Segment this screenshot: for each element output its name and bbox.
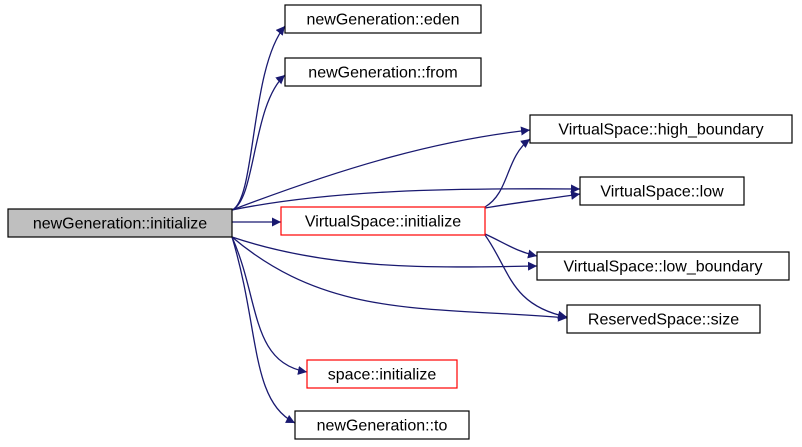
node-box xyxy=(306,359,458,389)
node-label: VirtualSpace::initialize xyxy=(305,214,461,231)
edge-root-to-eden xyxy=(231,25,286,211)
node-box xyxy=(536,251,790,281)
node-label: ReservedSpace::size xyxy=(588,312,739,329)
edge-vs-initialize-to-low-boundary xyxy=(484,233,538,259)
edge-root-to-to xyxy=(231,236,296,424)
node-label: newGeneration::from xyxy=(308,65,457,82)
node-root: newGeneration::initialize xyxy=(7,208,233,238)
node-label: newGeneration::eden xyxy=(307,12,460,29)
node-box xyxy=(294,410,470,440)
node-box xyxy=(529,114,793,144)
node-space-initialize[interactable]: space::initialize xyxy=(306,359,458,389)
node-vs-initialize[interactable]: VirtualSpace::initialize xyxy=(280,206,486,236)
nodes-layer: newGeneration::initializenewGeneration::… xyxy=(7,4,793,440)
edge-root-to-high-boundary xyxy=(231,126,531,211)
node-label: VirtualSpace::low_boundary xyxy=(564,259,763,276)
node-eden[interactable]: newGeneration::eden xyxy=(284,4,482,34)
node-box xyxy=(280,206,486,236)
edge-root-to-low-boundary xyxy=(231,236,538,271)
edge-root-to-space-initialize xyxy=(231,236,308,375)
edges-layer xyxy=(231,25,581,424)
node-to[interactable]: newGeneration::to xyxy=(294,410,470,440)
node-box xyxy=(566,304,761,334)
edge-root-to-from xyxy=(231,74,286,211)
node-box xyxy=(284,4,482,34)
node-low[interactable]: VirtualSpace::low xyxy=(579,176,745,206)
edge-root-to-low xyxy=(231,184,581,211)
node-label: VirtualSpace::low xyxy=(600,184,724,201)
node-box xyxy=(284,57,482,87)
node-label: space::initialize xyxy=(328,367,437,384)
node-high-boundary[interactable]: VirtualSpace::high_boundary xyxy=(529,114,793,144)
node-box xyxy=(7,208,233,238)
node-from[interactable]: newGeneration::from xyxy=(284,57,482,87)
edge-root-to-rs-size xyxy=(231,236,568,322)
node-label: newGeneration::to xyxy=(317,418,448,435)
edge-vs-initialize-to-high-boundary xyxy=(484,138,531,208)
node-box xyxy=(579,176,745,206)
edge-vs-initialize-to-low xyxy=(484,190,581,209)
node-label: newGeneration::initialize xyxy=(33,216,207,233)
node-low-boundary[interactable]: VirtualSpace::low_boundary xyxy=(536,251,790,281)
node-label: VirtualSpace::high_boundary xyxy=(558,122,763,139)
edge-vs-initialize-to-rs-size xyxy=(484,234,568,320)
node-rs-size[interactable]: ReservedSpace::size xyxy=(566,304,761,334)
